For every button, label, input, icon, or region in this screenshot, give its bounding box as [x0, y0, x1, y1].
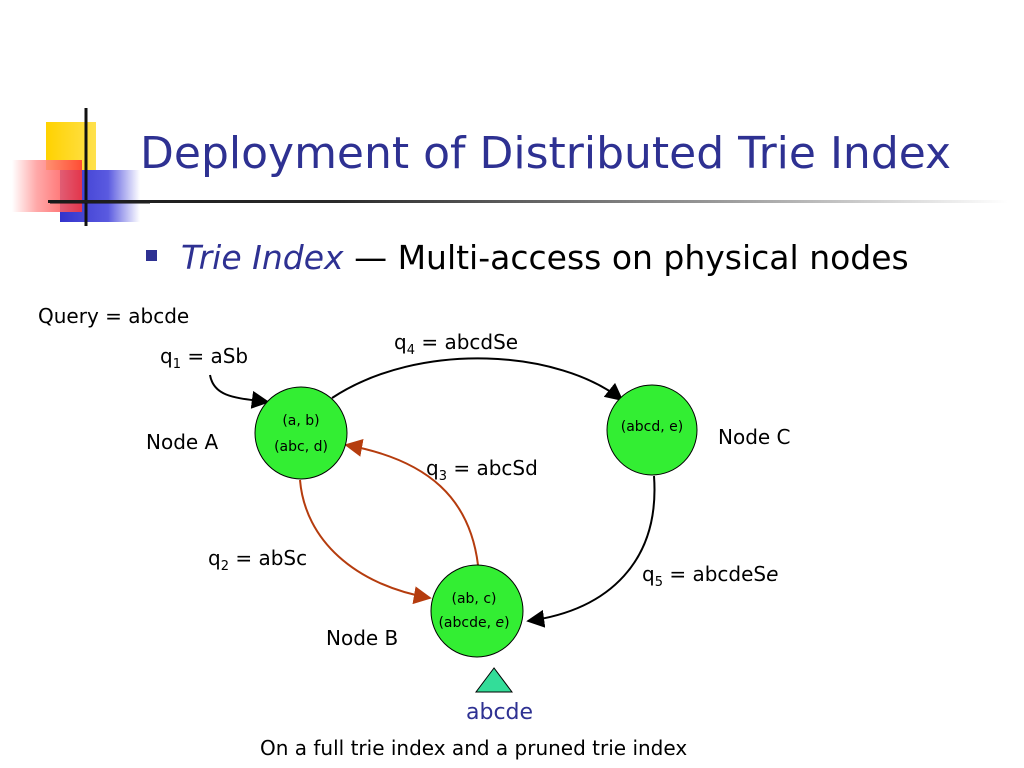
bullet-square-icon — [146, 250, 157, 261]
node-b-label: Node B — [326, 626, 399, 650]
query-q4-label: q4 = abcdSe — [394, 330, 519, 358]
edge-q1 — [209, 374, 270, 409]
node-c-circle — [606, 384, 698, 476]
node-c-label: Node C — [718, 425, 791, 449]
query-q1-label: q1 = aSb — [160, 344, 249, 372]
edge-q3 — [344, 438, 479, 566]
node-a-entry-1: (a, b) — [282, 413, 319, 429]
query-vertex-label: abcde — [466, 700, 534, 725]
query-q5-label: q5 = abcdeSe — [642, 562, 779, 590]
bullet-text: Multi-access on physical nodes — [397, 238, 909, 277]
bullet-point: Trie Index — Multi-access on physical no… — [146, 238, 909, 278]
node-a-label: Node A — [146, 430, 219, 454]
node-b-circle — [430, 564, 524, 658]
node-b-entry-1: (ab, c) — [452, 591, 497, 607]
node-a-circle — [254, 386, 348, 480]
node-b-entry-2: (abcde, e) — [438, 615, 509, 631]
node-c-entry-1: (abcd, e) — [621, 419, 684, 435]
query-q2-label: q2 = abSc — [208, 546, 308, 574]
title-divider — [48, 200, 1008, 203]
query-q3-label: q3 = abcSd — [426, 456, 538, 484]
bullet-dash: — — [354, 238, 388, 277]
node-a-entry-2: (abc, d) — [274, 439, 328, 455]
edge-q4 — [331, 357, 624, 402]
slide-title: Deployment of Distributed Trie Index — [140, 128, 952, 179]
edge-q5 — [526, 475, 656, 628]
edge-q2 — [299, 479, 432, 605]
diagram-caption: On a full trie index and a pruned trie i… — [260, 736, 688, 760]
query-label: Query = abcde — [38, 304, 190, 328]
query-triangle-icon — [475, 667, 513, 693]
bullet-emphasis: Trie Index — [181, 238, 344, 277]
